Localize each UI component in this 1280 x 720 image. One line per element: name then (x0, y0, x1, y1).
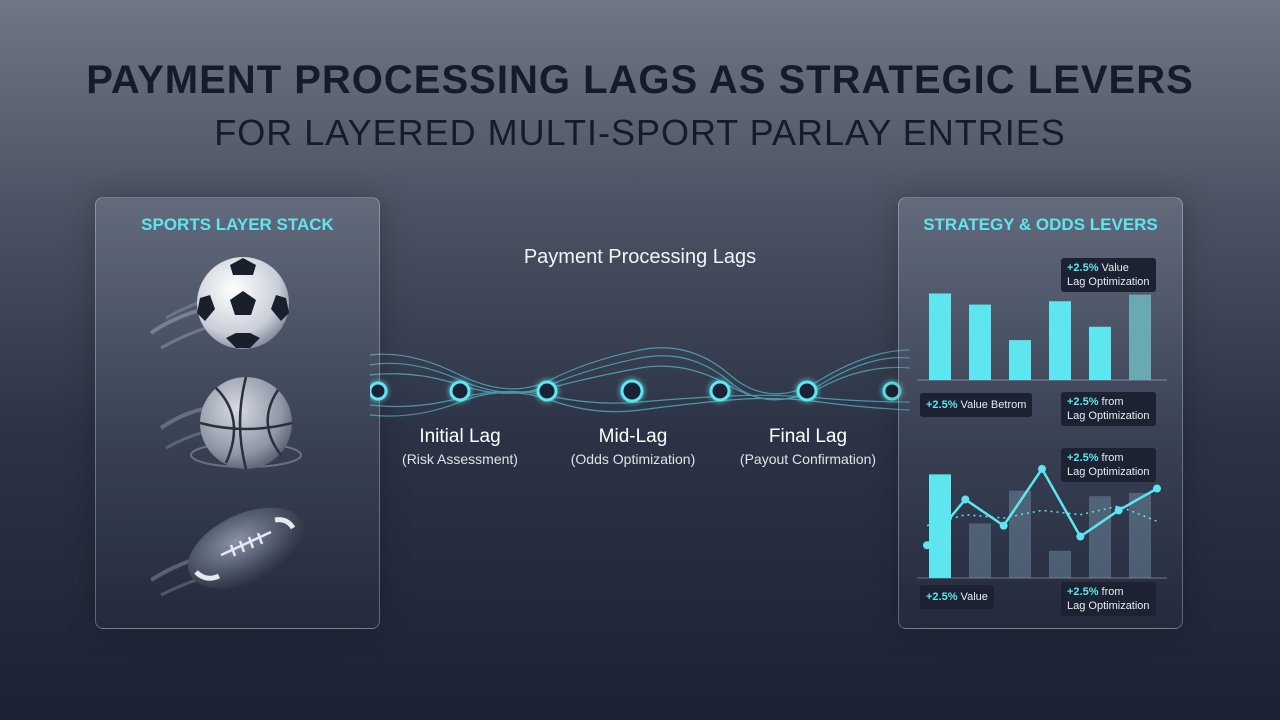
bar-1 (929, 293, 951, 380)
lag-flow-label: Payment Processing Lags (523, 246, 757, 268)
football-icon (151, 507, 304, 597)
lag-timeline (370, 347, 910, 417)
bar-5 (1089, 326, 1111, 380)
badge-value: +2.5% Value (920, 585, 994, 609)
line-chart-bar-2 (969, 523, 991, 578)
bar-2 (969, 304, 991, 380)
series-point-1 (923, 541, 931, 550)
title-line-2: FOR LAYERED MULTI-SPORT PARLAY ENTRIES (214, 112, 1066, 153)
soccer-ball-icon (149, 257, 289, 350)
line-chart-bar-1 (929, 474, 951, 578)
series-point-3 (999, 521, 1008, 530)
stage-mid-lag-sub: (Odds Optimization) (570, 451, 696, 467)
stage-initial-lag-sub: (Risk Assessment) (402, 451, 518, 467)
line-chart (917, 464, 1167, 579)
bar-chart (917, 293, 1167, 381)
stage-initial-lag: Initial Lag (419, 426, 501, 447)
bar-6 (1129, 294, 1151, 380)
line-chart-bar-6 (1129, 492, 1151, 578)
bar-4 (1049, 301, 1071, 380)
series-point-6 (1114, 506, 1123, 515)
line-chart-bar-4 (1049, 550, 1071, 578)
bar-3 (1009, 340, 1031, 380)
badge-value-betrom: +2.5% Value Betrom (920, 393, 1033, 417)
strategy-levers-title: STRATEGY & ODDS LEVERS (923, 215, 1158, 234)
sports-layer-panel: SPORTS LAYER STACK (95, 197, 380, 629)
line-chart-bar-3 (1009, 490, 1031, 578)
series-point-5 (1076, 532, 1085, 541)
series-point-2 (961, 495, 970, 504)
sports-layer-title: SPORTS LAYER STACK (141, 215, 334, 234)
stage-final-lag-sub: (Payout Confirmation) (739, 451, 877, 467)
stage-final-lag: Final Lag (768, 426, 848, 447)
series-point-4 (1038, 464, 1046, 473)
title-line-1: PAYMENT PROCESSING LAGS AS STRATEGIC LEV… (86, 58, 1194, 102)
stage-mid-lag: Mid-Lag (598, 426, 668, 447)
series-point-7 (1153, 484, 1161, 493)
line-chart-bar-5 (1089, 496, 1111, 578)
basketball-icon (159, 376, 302, 470)
